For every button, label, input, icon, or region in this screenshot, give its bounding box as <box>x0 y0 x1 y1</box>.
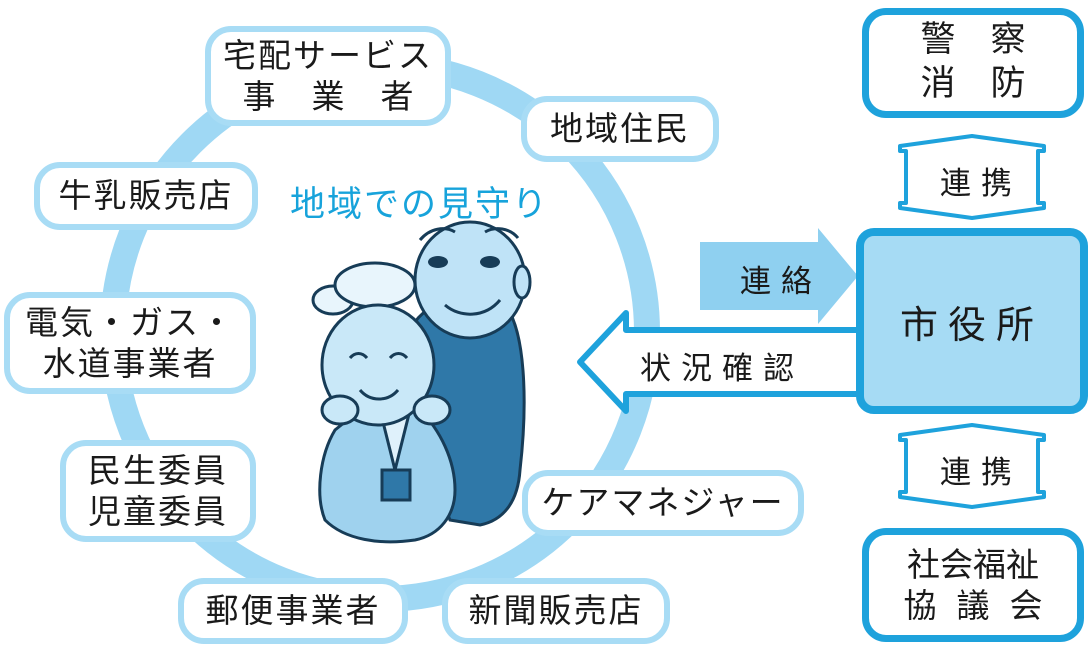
node-chiiki-jumin: 地域住民 <box>521 96 719 162</box>
agency-police-fire-line1: 警 察 <box>920 20 1026 61</box>
agency-city-hall-label: 市役所 <box>899 302 1044 347</box>
diagram-title: 地域での見守り <box>290 185 550 225</box>
renraku-label: 連絡 <box>740 264 822 300</box>
agency-council: 社会福祉 協議会 <box>862 528 1084 642</box>
node-yubin: 郵便事業者 <box>178 578 408 644</box>
renkei-top-arrow-shape <box>898 134 1046 220</box>
node-gyunyu-label: 牛乳販売店 <box>58 176 234 216</box>
node-minsei-line1: 民生委員 <box>88 450 228 490</box>
node-minsei-jido: 民生委員 児童委員 <box>60 440 256 542</box>
node-gyunyu: 牛乳販売店 <box>34 162 258 230</box>
node-denki-line1: 電気・ガス・ <box>25 302 235 342</box>
node-care-manager-label: ケアマネジャー <box>541 483 785 523</box>
renkei-bottom-label: 連携 <box>940 455 1022 491</box>
renraku-arrow-shape <box>700 228 858 324</box>
node-shinbun: 新聞販売店 <box>442 578 670 644</box>
joukyou-arrow-shape <box>577 310 858 414</box>
node-minsei-line2: 児童委員 <box>88 492 228 531</box>
agency-police-fire: 警 察 消 防 <box>862 8 1084 118</box>
node-yubin-label: 郵便事業者 <box>205 591 381 631</box>
renkei-bottom-arrow-shape <box>898 423 1046 509</box>
old-woman-figure <box>311 261 457 544</box>
node-care-manager: ケアマネジャー <box>522 470 804 536</box>
renkei-top-label: 連携 <box>940 166 1022 202</box>
node-shinbun-label: 新聞販売店 <box>468 591 644 631</box>
agency-council-line2: 協議会 <box>903 586 1063 625</box>
node-chiiki-jumin-label: 地域住民 <box>550 109 690 149</box>
agency-police-fire-line2: 消 防 <box>920 64 1026 104</box>
node-takuhai: 宅配サービス 事業者 <box>205 26 451 126</box>
node-denki-gas-suido: 電気・ガス・ 水道事業者 <box>4 292 256 394</box>
node-takuhai-line1: 宅配サービス <box>223 35 433 75</box>
joukyou-label: 状況確認 <box>640 351 804 387</box>
agency-city-hall: 市役所 <box>856 228 1088 414</box>
agency-council-line1: 社会福祉 <box>907 544 1039 584</box>
node-denki-line2: 水道事業者 <box>42 344 218 383</box>
node-takuhai-line2: 事業者 <box>242 77 450 116</box>
